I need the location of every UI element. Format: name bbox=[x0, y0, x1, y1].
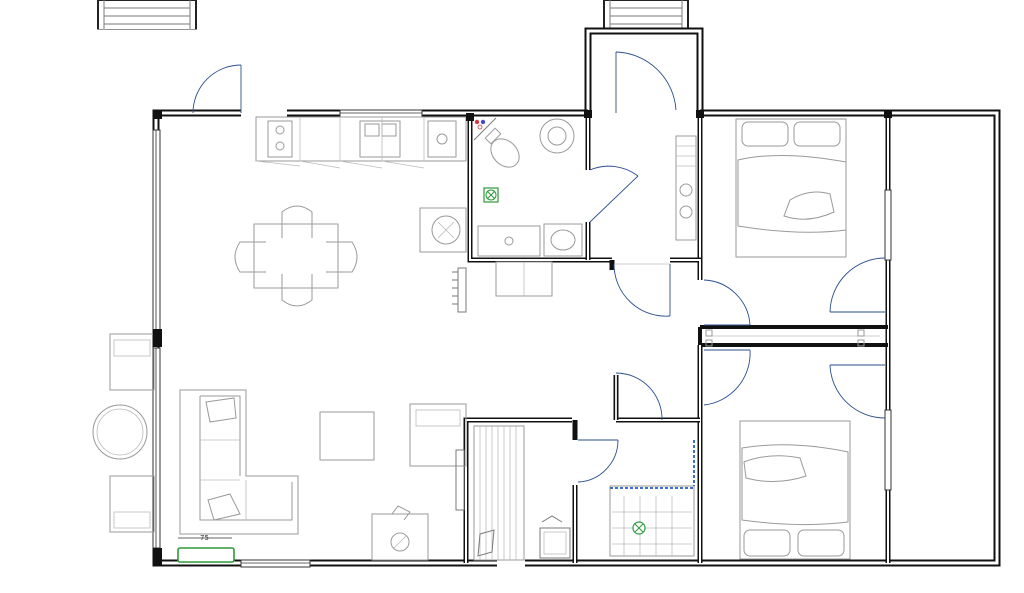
tv-table bbox=[371, 505, 429, 561]
bathroom-fixtures bbox=[473, 117, 583, 257]
sofa bbox=[179, 389, 299, 535]
closet bbox=[705, 329, 880, 347]
sauna-bench bbox=[473, 425, 525, 561]
living-radiator bbox=[455, 449, 465, 511]
bed-bedroom-1 bbox=[735, 118, 847, 258]
coat-rack bbox=[675, 135, 697, 241]
hall-cabinet bbox=[495, 261, 553, 297]
washing-machine bbox=[419, 207, 467, 253]
radiator bbox=[452, 267, 467, 313]
doors bbox=[192, 51, 886, 483]
stairs-top-left bbox=[97, 0, 197, 31]
porch-wall bbox=[584, 27, 704, 110]
coffee-table bbox=[319, 411, 375, 461]
wall-junctions bbox=[153, 110, 892, 566]
armchair bbox=[409, 403, 467, 467]
terrace-right-wall bbox=[888, 109, 1001, 567]
shower-tray bbox=[609, 440, 695, 557]
stairs-top-right bbox=[603, 0, 689, 31]
kitchen-counter bbox=[255, 116, 467, 169]
dining-table bbox=[234, 205, 358, 307]
bench bbox=[177, 547, 235, 563]
interior-walls bbox=[463, 117, 888, 563]
sauna-heater bbox=[539, 515, 571, 559]
bed-bedroom-2 bbox=[739, 420, 851, 560]
terrace-furniture bbox=[92, 333, 155, 533]
